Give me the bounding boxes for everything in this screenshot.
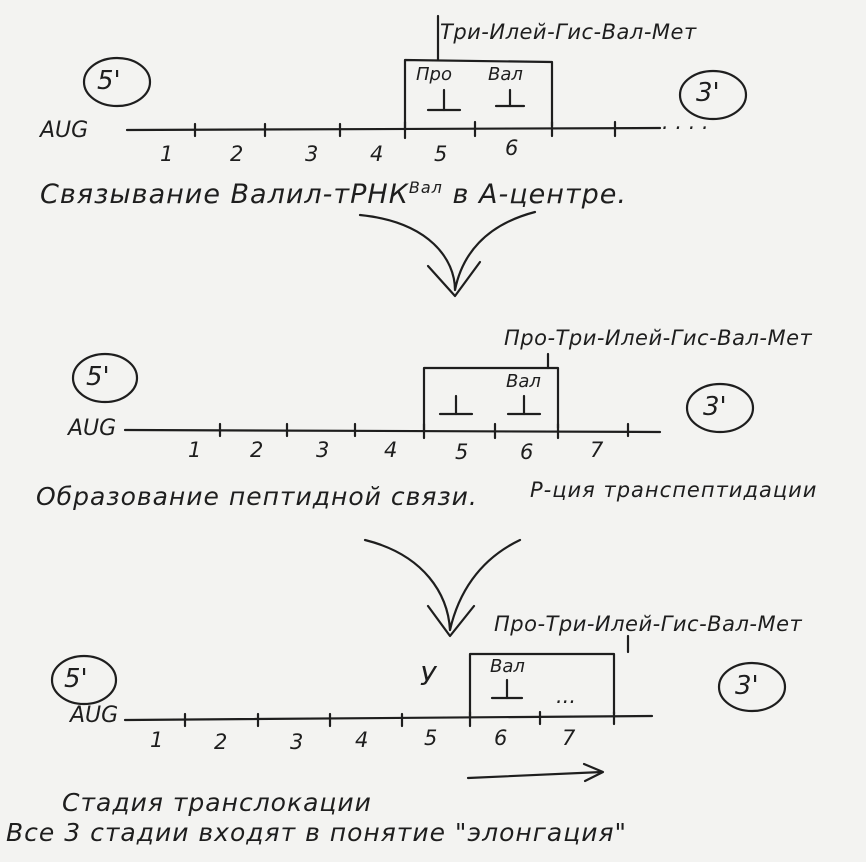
stage1-5prime-circle bbox=[82, 56, 152, 108]
stage1-p-site-trna-label: Про bbox=[416, 64, 452, 85]
stage1-drawing bbox=[82, 14, 748, 298]
stage3-codon-5: 5 bbox=[424, 726, 438, 750]
stage3-trna-label: Вал bbox=[490, 656, 525, 677]
stage2-trna-p-site bbox=[438, 394, 474, 416]
stage3-5prime-label: 5' bbox=[64, 664, 88, 694]
stage2-5prime-circle bbox=[71, 352, 139, 404]
stage3-trna-p-site bbox=[490, 678, 524, 700]
stage1-caption: Связывание Валил-тРНКВал в А-центре. bbox=[40, 178, 627, 210]
stage2-aug-label: AUG bbox=[68, 416, 117, 441]
stage3-translocation-arrow bbox=[466, 762, 605, 783]
stage2-5prime-label: 5' bbox=[86, 362, 110, 392]
stage3-codon-3: 3 bbox=[290, 730, 304, 754]
stage1-3prime-label: 3' bbox=[696, 78, 720, 108]
stage3-codon-ticks bbox=[183, 710, 616, 728]
stage3-peptide-chain: Про-Три-Илей-Гис-Вал-Мет bbox=[494, 612, 803, 636]
stage3-codon-6: 6 bbox=[494, 726, 508, 750]
stage2-transition-arrow bbox=[363, 538, 522, 632]
stage3-codon-4: 4 bbox=[355, 728, 369, 752]
stage1-caption-suffix: в А-центре. bbox=[452, 179, 627, 210]
stage1-transition-arrow bbox=[358, 210, 537, 292]
stage3-codon-7: 7 bbox=[562, 726, 576, 750]
stage1-arrow-head bbox=[426, 260, 482, 298]
stage3-codon-1: 1 bbox=[150, 728, 164, 752]
stage2-ribosome-box bbox=[422, 366, 560, 432]
stage1-ribosome-box bbox=[403, 58, 554, 132]
stage3-drawing bbox=[50, 634, 787, 783]
stage1-codon-6: 6 bbox=[505, 136, 519, 160]
stage2-3prime-label: 3' bbox=[703, 392, 727, 422]
stage3-continuation: ... bbox=[556, 684, 577, 708]
stage1-5prime-label: 5' bbox=[97, 66, 121, 96]
stage1-codon-3: 3 bbox=[305, 142, 319, 166]
stage2-codon-5: 5 bbox=[455, 440, 469, 464]
stage2-arrow-head bbox=[426, 604, 476, 638]
stage3-released-trna-mark: У bbox=[420, 662, 436, 692]
stage1-continuation: . . . . bbox=[662, 110, 709, 134]
stage1-codon-1: 1 bbox=[160, 142, 174, 166]
stage1-mrna-line bbox=[125, 126, 662, 132]
stage1-caption-superscript: Вал bbox=[408, 178, 443, 197]
stage3-5prime-circle bbox=[50, 654, 118, 706]
stage2-3prime-circle bbox=[685, 382, 755, 434]
stage3-3prime-label: 3' bbox=[735, 671, 759, 701]
stage2-mrna-line bbox=[123, 428, 662, 434]
stage1-trna-a-site bbox=[494, 88, 526, 108]
stage1-codon-2: 2 bbox=[230, 142, 244, 166]
stage2-codon-6: 6 bbox=[520, 440, 534, 464]
stage3-mrna-line bbox=[123, 714, 654, 722]
stage3-3prime-circle bbox=[717, 661, 787, 713]
stage3-caption: Стадия транслокации bbox=[62, 788, 372, 817]
stage3-ribosome-box bbox=[468, 652, 616, 718]
stage2-trna-a-site bbox=[506, 394, 542, 416]
stage3-aug-label: AUG bbox=[70, 703, 119, 728]
stage2-caption-main: Образование пептидной связи. bbox=[36, 482, 478, 511]
stage2-drawing bbox=[71, 352, 755, 638]
stage1-a-site-trna-label: Вал bbox=[488, 64, 523, 85]
stage2-codon-3: 3 bbox=[316, 438, 330, 462]
stage2-codon-ticks bbox=[218, 422, 630, 440]
stage2-peptide-chain: Про-Три-Илей-Гис-Вал-Мет bbox=[504, 326, 813, 350]
stage1-caption-prefix: Связывание Валил-тРНК bbox=[40, 179, 409, 210]
stage2-caption-note: Р-ция транспептидации bbox=[530, 478, 818, 502]
stage1-3prime-circle bbox=[678, 69, 748, 121]
stage1-codon-ticks bbox=[193, 120, 617, 140]
stage1-peptide-chain: Три-Илей-Гис-Вал-Мет bbox=[440, 20, 697, 44]
stage2-a-site-trna-label: Вал bbox=[506, 371, 541, 392]
stage2-codon-2: 2 bbox=[250, 438, 264, 462]
stage3-codon-2: 2 bbox=[214, 730, 228, 754]
stage2-codon-7: 7 bbox=[590, 438, 604, 462]
stage2-codon-4: 4 bbox=[384, 438, 398, 462]
stage2-codon-1: 1 bbox=[188, 438, 202, 462]
stage1-aug-label: AUG bbox=[40, 118, 89, 143]
stage1-codon-4: 4 bbox=[370, 142, 384, 166]
summary-caption: Все 3 стадии входят в понятие "элонгация… bbox=[6, 818, 628, 847]
stage1-trna-p-site bbox=[426, 88, 462, 112]
stage1-codon-5: 5 bbox=[434, 142, 448, 166]
